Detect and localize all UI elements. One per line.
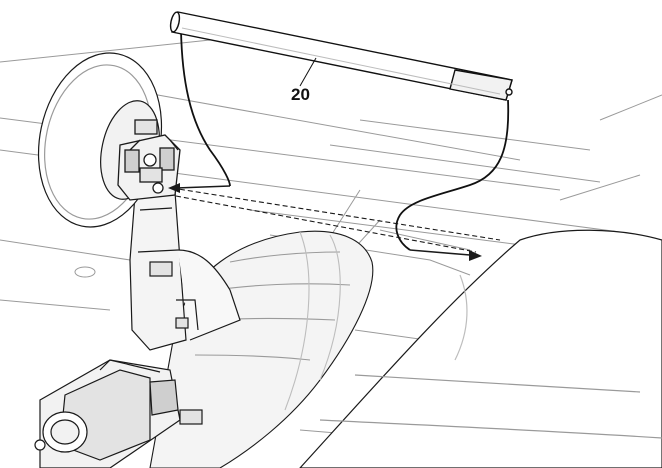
callout-leader-line: [299, 57, 317, 87]
gear-strut: [129, 191, 241, 351]
flap-panel: [299, 229, 662, 468]
pivot-fitting: [117, 119, 181, 201]
cable-routing-dashed: [171, 187, 501, 253]
direction-arrows: [168, 183, 482, 261]
harness-leads: [180, 29, 510, 251]
inspection-hole: [74, 266, 96, 278]
lower-fuselage: [34, 359, 203, 468]
part-20-tube: [169, 11, 513, 101]
part-number-callout: 20: [291, 85, 310, 104]
